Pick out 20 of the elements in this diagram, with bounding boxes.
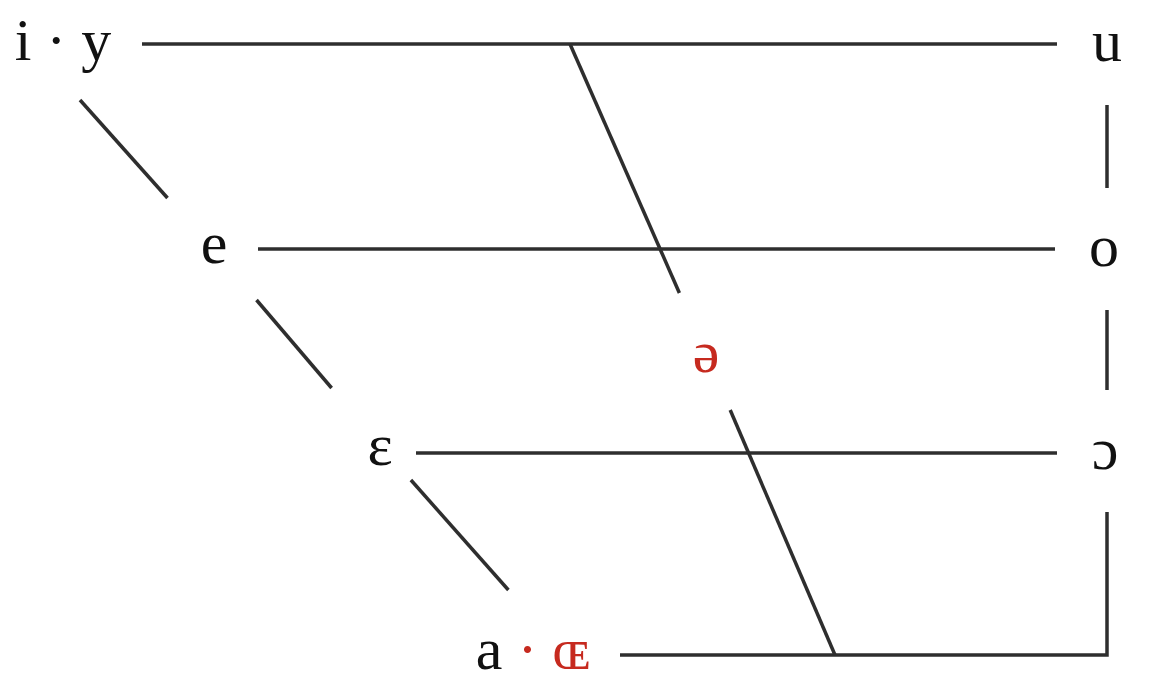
connector-line (568, 43, 681, 294)
vowel-symbol: ɛ (367, 410, 393, 480)
vowel-symbol: ə (692, 317, 720, 387)
vowel-symbol: e (200, 208, 228, 278)
connector-line (142, 42, 1057, 46)
vowel-symbol: o (1089, 211, 1119, 281)
connector-line (1105, 310, 1109, 390)
connector-line (258, 247, 1055, 251)
vowel-symbol: a (475, 614, 503, 684)
connector-line (409, 478, 510, 592)
connector-line (78, 98, 169, 200)
vowel-symbol: ɔ (1091, 414, 1119, 484)
vowel-symbol: · ɶ (517, 614, 591, 684)
connector-line (620, 512, 1109, 657)
vowel-symbol: i · y (14, 5, 112, 75)
vowel-symbol: u (1092, 6, 1122, 76)
connector-line (255, 298, 333, 390)
connector-line (416, 451, 1057, 455)
connector-line (1105, 105, 1109, 188)
connector-line (728, 409, 837, 656)
